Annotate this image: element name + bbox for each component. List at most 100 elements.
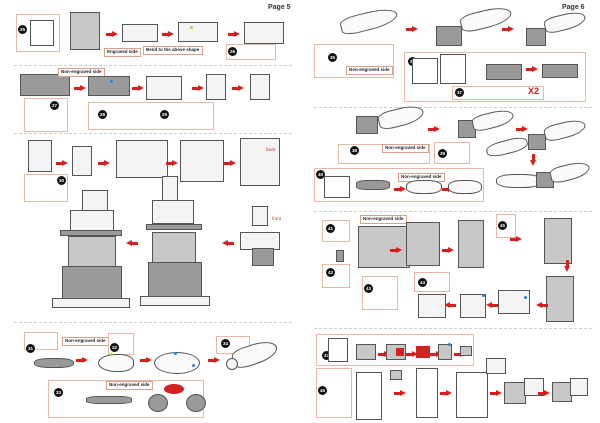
step-badge-47: 47 [322, 351, 331, 360]
callout-step-37 [452, 86, 544, 100]
folded-part [20, 74, 70, 96]
arrow-right-icon [166, 160, 178, 166]
callout-step-25 [16, 14, 60, 52]
arrow-right-icon [428, 126, 440, 132]
cone-assembly [470, 107, 516, 133]
arrow-right-icon [440, 390, 452, 396]
section-divider [314, 328, 592, 329]
arrow-right-icon [502, 26, 514, 32]
bracket-part [436, 26, 462, 46]
step-badge-26: 26 [228, 47, 237, 56]
flat-part [86, 396, 132, 404]
box-assembly [504, 382, 526, 404]
section-divider [314, 211, 592, 212]
arrow-left-icon [486, 302, 498, 308]
flat-part [416, 368, 438, 418]
label-non-engraved-side: Non-engraved side [106, 381, 153, 390]
blue-marker-icon [524, 296, 527, 299]
arrow-right-icon [538, 390, 550, 396]
step-badge-42: 42 [326, 268, 335, 277]
section-divider [14, 322, 292, 323]
robot-head [82, 190, 108, 212]
step-badge-39: 39 [438, 149, 447, 158]
flat-part [324, 176, 350, 198]
label-front: front [272, 216, 282, 221]
blue-marker-icon [174, 352, 177, 355]
arrow-right-icon [192, 85, 204, 91]
step-badge-45: 45 [498, 221, 507, 230]
arrow-right-icon [132, 85, 144, 91]
section-divider [14, 133, 292, 134]
round-cap [226, 358, 238, 370]
step-badge-27: 27 [50, 101, 59, 110]
leg-part [28, 140, 52, 172]
box-assembly [570, 378, 588, 396]
page-number: Page 5 [268, 4, 291, 11]
box-assembly [244, 22, 284, 44]
red-highlight-part [164, 384, 184, 394]
step-badge-37: 37 [455, 88, 464, 97]
box-assembly [486, 358, 506, 374]
page-5: Page 5 25 Engraved side Bend to the abov… [14, 4, 292, 418]
arrow-right-icon [56, 160, 68, 166]
callout-step-30 [24, 174, 68, 202]
quantity-multiplier: X2 [528, 86, 540, 96]
green-marker-icon [190, 26, 193, 29]
folded-part [88, 76, 130, 96]
robot-torso [152, 200, 194, 224]
bracket-part [542, 64, 578, 78]
arrow-right-icon [394, 186, 406, 192]
callout-step-47 [316, 334, 474, 366]
step-badge-25: 25 [18, 25, 27, 34]
label-engraved-side: Engraved side [104, 48, 141, 57]
folded-panel [358, 226, 410, 268]
flat-part [356, 180, 390, 190]
arrow-right-icon [510, 236, 522, 242]
callout-step-46 [316, 368, 352, 418]
part-assembly [250, 74, 270, 100]
callout-step-27 [24, 98, 68, 132]
robot-plate [146, 224, 202, 230]
arrow-left-icon [536, 302, 548, 308]
box-assembly [418, 294, 446, 318]
step-badge-38: 38 [350, 146, 359, 155]
label-non-engraved-side: Non-engraved side [62, 337, 109, 346]
step-badge-28: 28 [98, 110, 107, 119]
green-marker-icon [110, 353, 113, 356]
arrow-down-icon [530, 154, 536, 166]
tube-part [484, 135, 530, 159]
section-divider [314, 107, 592, 108]
torso-assembly [116, 140, 168, 178]
callout-step-36 [404, 52, 586, 102]
bracket-part [356, 116, 378, 134]
small-part [336, 250, 344, 262]
step-badge-29: 29 [160, 110, 169, 119]
cone-part [154, 352, 200, 374]
callout-step-45 [496, 214, 516, 238]
round-part [148, 394, 168, 412]
cone-assembly [542, 9, 588, 35]
callout-step-42 [322, 264, 350, 288]
blue-marker-icon [448, 343, 451, 346]
box-assembly [122, 24, 158, 42]
robot-base [148, 262, 202, 300]
arrow-right-icon [208, 357, 220, 363]
cone-assembly [338, 5, 400, 37]
callout-step-35 [314, 44, 394, 78]
callout-step-43 [362, 276, 398, 310]
flat-part [412, 58, 438, 84]
torso-assembly [240, 138, 280, 186]
cone-assembly [542, 117, 588, 143]
arrow-down-icon [564, 260, 570, 272]
arrow-left-icon [222, 240, 234, 246]
arrow-right-icon [106, 31, 118, 37]
step-badge-41: 41 [326, 224, 335, 233]
label-bend-shape: Bend to the above shape [143, 46, 203, 55]
arrow-right-icon [526, 66, 538, 72]
bracket-part [528, 134, 546, 150]
cone-assembly [548, 159, 592, 185]
arrow-right-icon [74, 85, 86, 91]
red-highlight-part [416, 346, 430, 358]
arrow-right-icon [98, 160, 110, 166]
arrow-right-icon [140, 357, 152, 363]
